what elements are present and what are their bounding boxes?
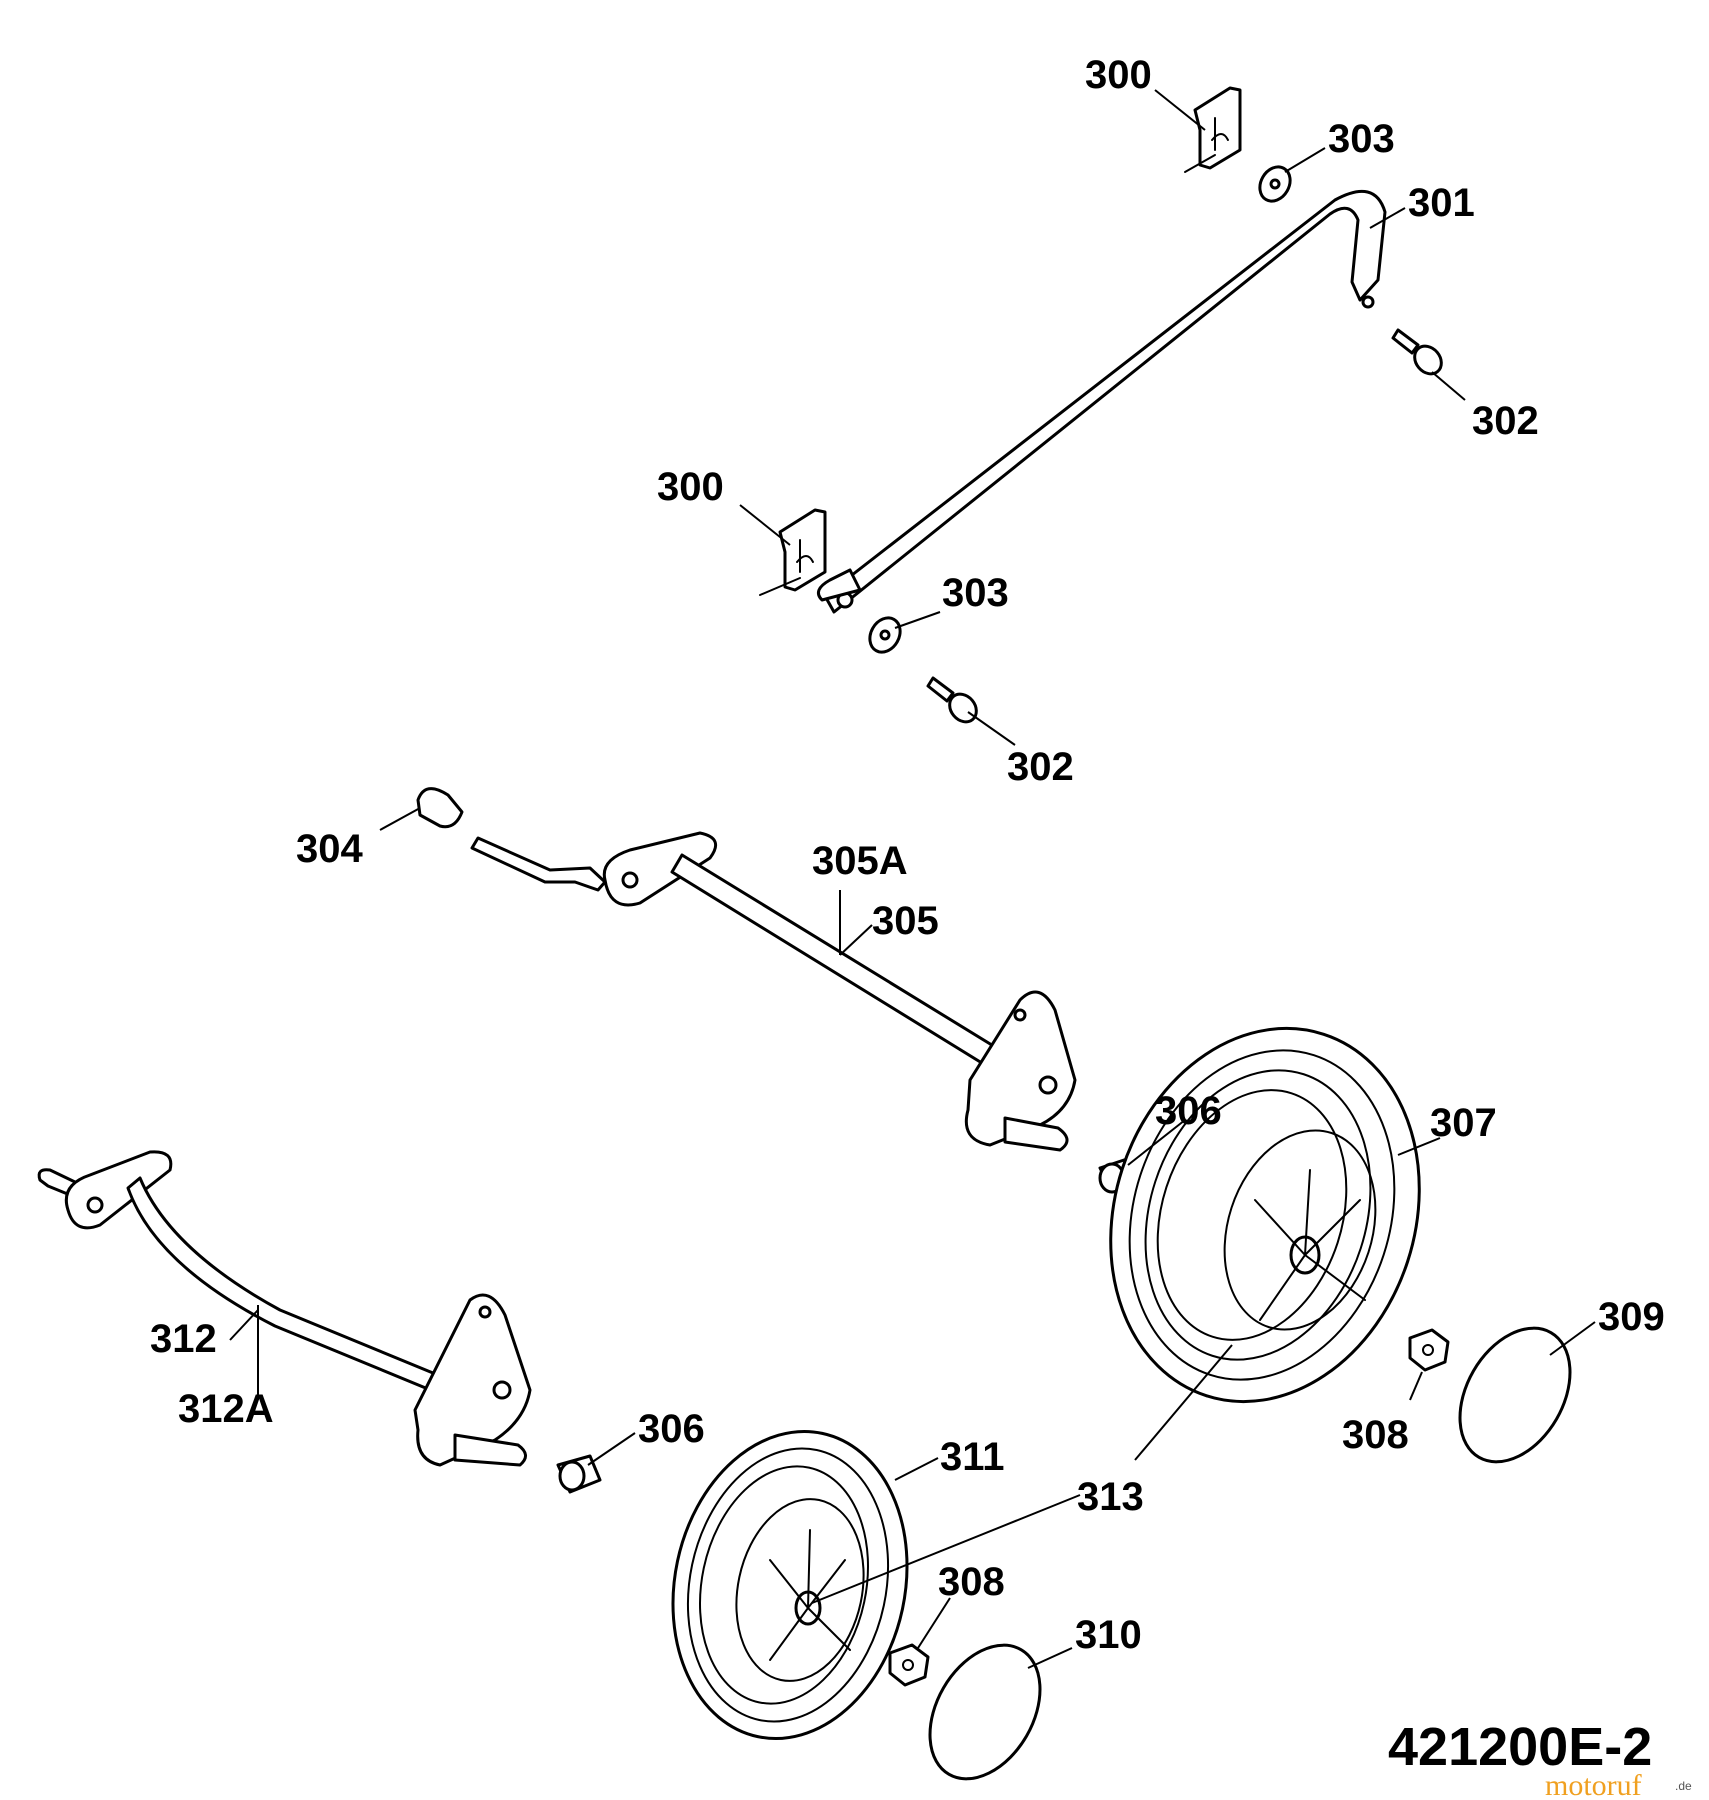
- nut-308-right: [1408, 1328, 1450, 1372]
- bolt-302-mid: [926, 676, 978, 724]
- label-301: 301: [1408, 181, 1475, 225]
- label-307: 307: [1430, 1101, 1497, 1145]
- leader-lines: [229, 89, 1596, 1669]
- wheel-307: [1109, 1026, 1421, 1404]
- label-306-left: 306: [638, 1407, 705, 1451]
- wheel-311: [671, 1430, 909, 1740]
- label-312: 312: [150, 1317, 217, 1361]
- handle-bar-301: [816, 190, 1387, 614]
- label-302-mid: 302: [1007, 745, 1074, 789]
- nut-308-left: [888, 1643, 930, 1687]
- bolt-302-top: [1391, 328, 1443, 376]
- clip-300-top: [1184, 86, 1242, 173]
- label-304: 304: [296, 827, 363, 871]
- label-306-right: 306: [1155, 1089, 1222, 1133]
- axle-305: [470, 831, 1077, 1152]
- label-303-top: 303: [1328, 117, 1395, 161]
- label-312A: 312A: [178, 1387, 274, 1431]
- hubcap-309: [1458, 1326, 1572, 1464]
- label-300-mid: 300: [657, 465, 724, 509]
- washer-303-top: [1258, 165, 1292, 203]
- drawing-code: 421200E-2: [1388, 1717, 1652, 1777]
- label-310: 310: [1075, 1613, 1142, 1657]
- label-309: 309: [1598, 1295, 1665, 1339]
- label-300-top: 300: [1085, 53, 1152, 97]
- clip-300-mid: [759, 508, 827, 596]
- washer-303-mid: [868, 616, 902, 654]
- label-305A: 305A: [812, 839, 908, 883]
- label-302-top: 302: [1472, 399, 1539, 443]
- label-308-left: 308: [938, 1560, 1005, 1604]
- label-311: 311: [940, 1435, 1005, 1479]
- axle-312: [37, 1150, 532, 1467]
- watermark-logo: motoruf: [1545, 1769, 1642, 1800]
- knob-304: [416, 787, 464, 829]
- label-303-mid: 303: [942, 571, 1009, 615]
- label-308-right: 308: [1342, 1413, 1409, 1457]
- hubcap-310: [928, 1643, 1042, 1781]
- watermark-suffix: .de: [1675, 1779, 1692, 1793]
- label-313: 313: [1077, 1475, 1144, 1519]
- label-305: 305: [872, 899, 939, 943]
